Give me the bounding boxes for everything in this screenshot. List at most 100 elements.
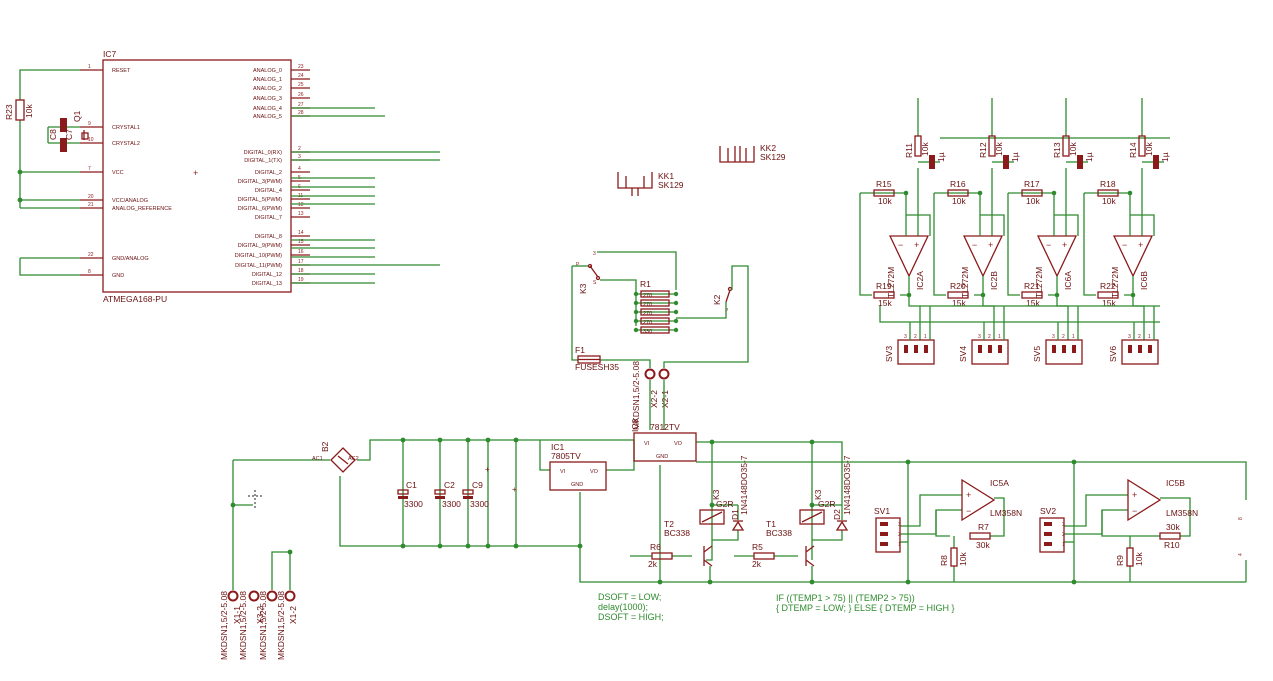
resistor-value: 10k [994,142,1004,156]
resistor-r5[interactable]: R5 2k [752,542,775,569]
capacitor-1u-2[interactable]: 1µ [992,152,1020,169]
capacitor-value: 1µ [1084,152,1094,162]
resistor-r10[interactable]: R10 30k [1159,522,1181,550]
switch-k3[interactable]: 3 P S K3 [576,251,601,294]
diode-d1[interactable]: D1 1N4148DO35-7 [730,455,749,531]
transistor-t1[interactable]: T1 BC338 [766,519,815,567]
capacitor-c2[interactable]: C2 3300 [434,480,461,509]
resistor-r6[interactable]: R6 2k [648,542,673,569]
relay-g2r-1[interactable]: G2R K3 [699,489,733,525]
svg-text:1: 1 [898,542,901,548]
mcu-pin-15[interactable]: DIGITAL_9(PWM)15 [238,239,310,249]
resistor-r8[interactable]: R8 10k [939,547,968,567]
diode-d2[interactable]: D2 1N4148DO35-7 [832,455,852,531]
terminal-x1[interactable]: MKDSN1,5/2-5.08 X1-1 MKDSN1,5/2-5.08 [219,590,260,660]
svg-text:10k: 10k [958,552,968,566]
resistor-r9[interactable]: R9 10k [1115,547,1144,567]
transistor-t2[interactable]: T2 BC338 [664,519,713,567]
mcu-pin-14[interactable]: DIGITAL_814 [255,230,310,240]
opamp-ic5a[interactable]: + − IC5A LM358N [961,478,1022,522]
svg-text:+: + [914,240,919,250]
mcu-pin-number: 8 [88,269,91,275]
header-sv1[interactable]: 3 2 1 SV1 [874,506,901,553]
resistor-r7[interactable]: R7 30k [969,522,991,550]
capacitor-1u-3[interactable]: 1µ [1066,152,1094,169]
svg-text:3: 3 [1052,334,1055,340]
fuse-f1[interactable]: F1 FUSESH35 [575,345,619,372]
svg-text:1N4148DO35-7: 1N4148DO35-7 [842,455,852,515]
opamp-label: IC6A [1063,271,1073,290]
terminal-x2[interactable]: MKDSN1,5/2-5.08 X2-2 X2-1 [631,361,670,430]
svg-text:2: 2 [1062,334,1065,340]
mcu-pin-25[interactable]: ANALOG_225 [253,82,310,92]
opamp-ic5b[interactable]: + − IC5B LM358N [1127,478,1198,522]
mcu-pin-13[interactable]: DIGITAL_713 [255,211,310,221]
relay-g2r-2[interactable]: G2R K3 [799,489,835,525]
capacitor-c1[interactable]: C1 3300 [397,480,423,509]
resistor-r23[interactable]: R23 10k [4,99,34,121]
svg-text:S: S [593,280,597,286]
opamp-section-wires [900,462,1247,583]
mcu-pin-24[interactable]: ANALOG_124 [253,73,310,83]
svg-text:R10: R10 [1164,540,1180,550]
switch-k2[interactable]: P K2 [712,286,733,315]
capacitor-c9[interactable]: C9 3300 [462,480,489,509]
capacitor-1u-4[interactable]: 1µ [1142,152,1170,169]
bridge-rectifier-b2[interactable]: B2 AC1 AC2 [312,441,359,473]
resistor-label: R16 [950,179,966,189]
svg-text:8: 8 [1238,517,1244,520]
svg-text:SV2: SV2 [1040,506,1056,516]
mcu-pin-number: 22 [88,252,94,258]
mcu-pin-4[interactable]: DIGITAL_24 [255,166,310,176]
regulator-ic1[interactable]: IC1 7805TV VI VO GND [549,442,607,491]
svg-text:R9: R9 [1115,555,1125,566]
header-sv2[interactable]: 3 2 1 SV2 [1039,506,1065,553]
mcu-pin-23[interactable]: ANALOG_023 [253,64,310,74]
svg-text:AC2: AC2 [348,456,359,462]
mcu-ic7[interactable]: IC7 ATMEGA168-PU + RESET1CRYSTAL19CRYSTA… [80,49,310,304]
mcu-pin-12[interactable]: DIGITAL_6(PWM)12 [238,202,310,212]
capacitor-1u-1[interactable]: 1µ [918,152,946,169]
mcu-pin-16[interactable]: DIGITAL_10(PWM)16 [235,249,310,259]
crystal-q1[interactable]: C8 C7 Q1 [48,110,89,152]
terminal-x3[interactable]: X3-2 MKDSN1,5/2-5.08 MKDSN1,5/2-5.08 X1-… [255,590,298,660]
svg-text:2: 2 [898,532,901,538]
svg-text:2: 2 [1062,532,1065,538]
mcu-pin-26[interactable]: ANALOG_326 [253,92,310,102]
regulator-ic8[interactable]: IC8 7812TV VI VO GND [630,419,697,462]
resistor-label: R20 [950,281,966,291]
svg-text:1: 1 [924,334,927,340]
svg-text:MKDSN1,5/2-5.08: MKDSN1,5/2-5.08 [631,361,641,430]
